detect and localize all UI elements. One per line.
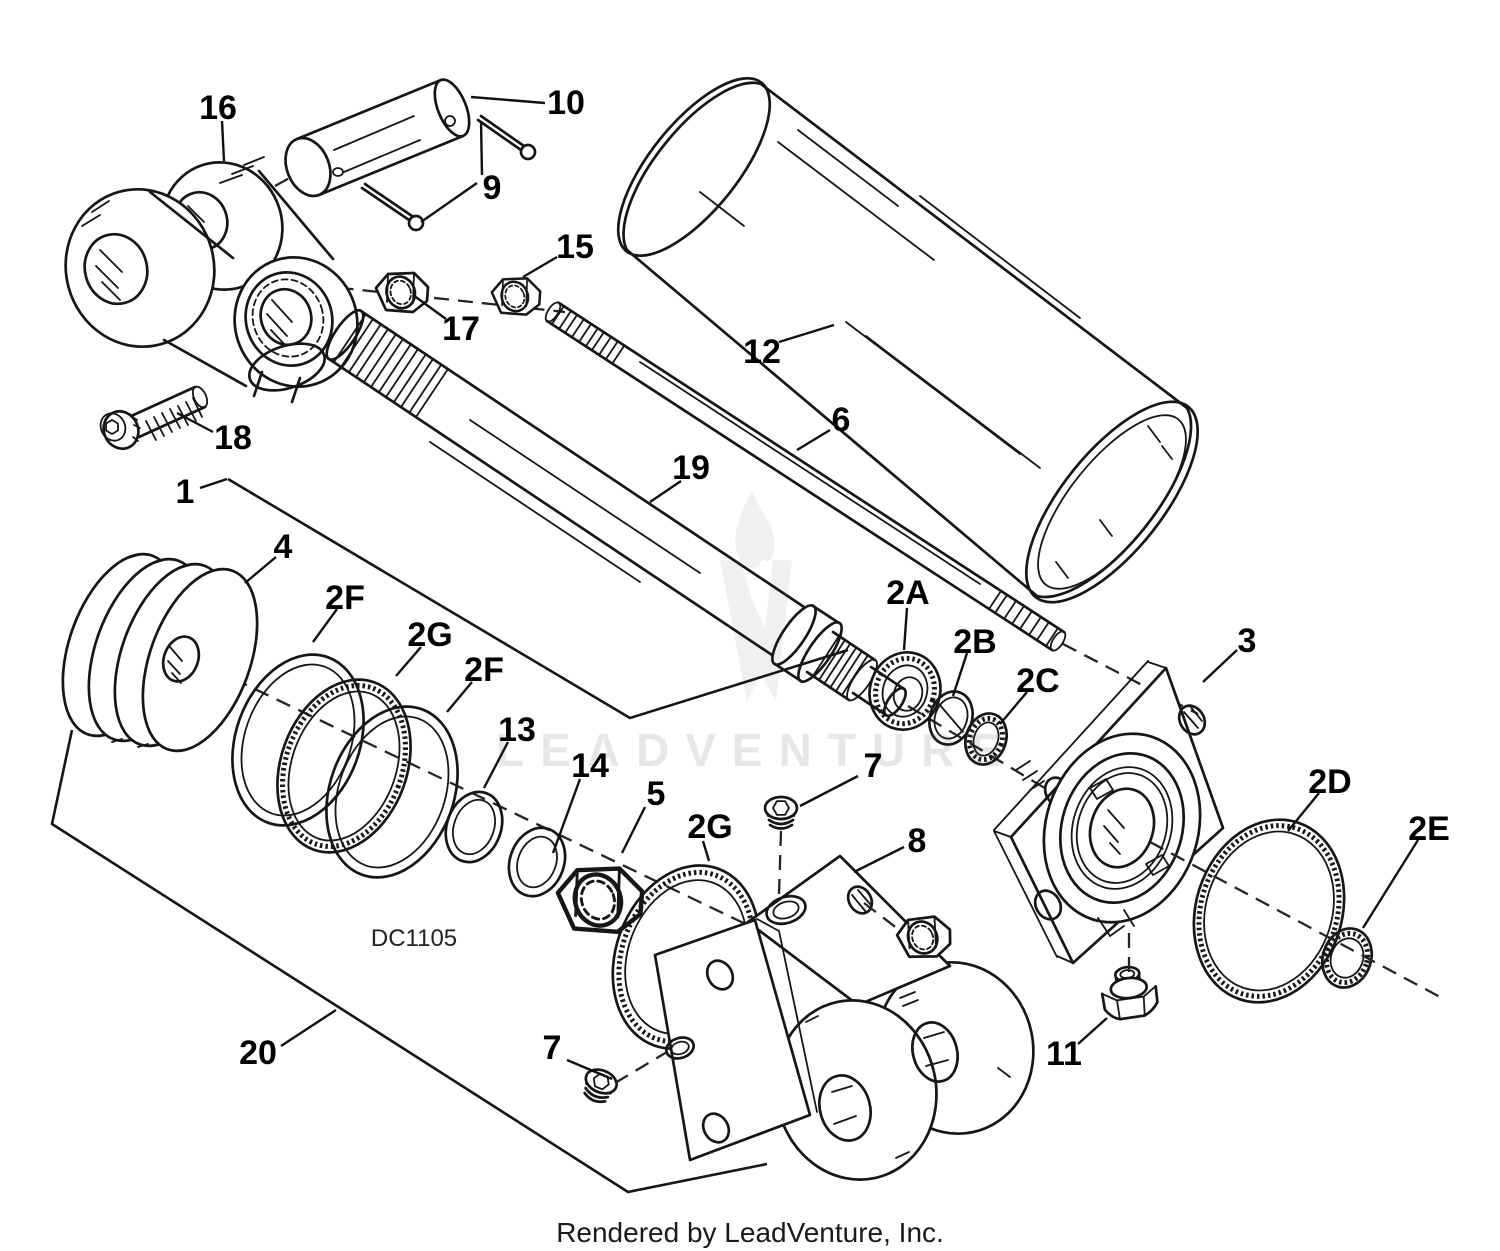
part-label-7: 7 — [543, 1029, 562, 1067]
callout-leader-14 — [551, 778, 582, 854]
part-label-2A: 2A — [886, 574, 929, 612]
centerline — [863, 902, 899, 930]
part-2g-piston-seal — [276, 678, 412, 854]
part-label-3: 3 — [1238, 622, 1257, 660]
part-2e-o-ring — [1321, 927, 1373, 989]
part-label-2D: 2D — [1308, 763, 1351, 801]
part-label-2F: 2F — [464, 651, 504, 689]
part-7-port-plug-bottom — [577, 1063, 622, 1108]
callout-leader-10 — [470, 95, 546, 105]
callout-leader-2F — [312, 608, 338, 643]
part-label-1: 1 — [176, 473, 195, 511]
assembly-boundary-line — [50, 729, 768, 1194]
part-2f-backup-ring-1 — [231, 653, 365, 827]
part-label-15: 15 — [556, 228, 594, 266]
part-label-5: 5 — [647, 775, 666, 813]
part-label-2C: 2C — [1016, 662, 1059, 700]
callout-leader-6 — [796, 428, 831, 452]
part-14-washer — [507, 826, 567, 898]
part-16-rod-clevis — [64, 156, 359, 404]
diagram-code: DC1105 — [371, 925, 457, 952]
callout-leader-2C — [999, 691, 1028, 725]
callout-leader-2G — [395, 646, 422, 677]
centerline — [907, 705, 1129, 839]
callout-leader-9 — [479, 120, 484, 176]
callout-leader-18 — [176, 411, 214, 434]
part-2a-rod-seal — [868, 651, 942, 731]
centerline — [1149, 840, 1443, 1000]
part-11-hex-plug — [1100, 965, 1159, 1021]
part-label-2B: 2B — [953, 623, 996, 661]
callout-leader-20 — [280, 1008, 337, 1048]
part-label-4: 4 — [274, 528, 293, 566]
callout-leader-2G — [701, 840, 711, 862]
callout-leader-11 — [1077, 1017, 1108, 1045]
part-2c-o-ring — [964, 712, 1008, 766]
callout-leader-2E — [1361, 839, 1420, 929]
part-label-7: 7 — [864, 747, 883, 785]
part-label-14: 14 — [571, 747, 609, 785]
part-label-6: 6 — [832, 401, 851, 439]
part-9-cotter-pins — [360, 114, 537, 232]
centerline — [614, 1051, 668, 1084]
callout-leader-2F — [446, 681, 473, 713]
part-label-2G: 2G — [407, 616, 452, 654]
callout-leader-17 — [412, 294, 447, 320]
part-label-20: 20 — [239, 1034, 277, 1072]
part-10-clevis-pin — [284, 78, 471, 198]
centerline — [777, 830, 783, 895]
part-label-18: 18 — [214, 419, 252, 457]
part-label-9: 9 — [483, 169, 502, 207]
part-12-cylinder-tube — [616, 76, 1200, 604]
watermark-text: LEADVENTURE — [496, 724, 1017, 776]
callout-leader-2D — [1287, 792, 1320, 832]
part-18-socket-screw — [99, 385, 209, 451]
part-label-2E: 2E — [1408, 810, 1450, 848]
part-label-2G: 2G — [687, 808, 732, 846]
part-8-base-clevis-assembly — [653, 854, 1035, 1181]
part-label-12: 12 — [743, 333, 781, 371]
watermark-chevron-icon — [720, 560, 792, 702]
callout-leader-12 — [778, 323, 835, 344]
part-3-gland-flange — [993, 660, 1225, 965]
part-13-washer — [444, 790, 504, 864]
callout-leader-1 — [199, 477, 228, 490]
part-2d-o-ring — [1192, 818, 1346, 1004]
footer-credit: Rendered by LeadVenture, Inc. — [556, 1217, 944, 1248]
part-5-piston-nut — [558, 868, 642, 932]
part-label-19: 19 — [672, 449, 710, 487]
assembly-boundary-line — [227, 477, 849, 720]
part-label-8: 8 — [908, 822, 927, 860]
part-2f-backup-ring-2 — [325, 705, 459, 879]
watermark-flame-icon — [735, 490, 775, 569]
callout-leader-3 — [1202, 649, 1238, 683]
callout-leader-2B — [951, 652, 969, 697]
callout-leader-16 — [220, 120, 226, 162]
callout-leader-5 — [620, 806, 647, 854]
callout-leader-7 — [566, 1058, 613, 1081]
centerlines-over — [614, 830, 1443, 1084]
part-4-piston — [61, 552, 259, 753]
watermark: LEADVENTURE — [496, 490, 1017, 776]
callout-leader-19 — [649, 480, 682, 503]
part-15-tie-rod-nut — [490, 276, 542, 317]
part-label-17: 17 — [442, 310, 480, 348]
part-label-10: 10 — [547, 84, 585, 122]
part-17-jam-nut — [374, 271, 430, 314]
callout-leader-13 — [482, 741, 510, 789]
part-label-11: 11 — [1046, 1035, 1082, 1073]
callout-leader-4 — [244, 556, 277, 584]
callout-leader-9 — [420, 182, 478, 223]
part-label-2F: 2F — [325, 579, 365, 617]
callout-leader-7 — [799, 774, 859, 808]
callout-leader-2A — [902, 607, 909, 651]
part-7-port-plug-top — [763, 795, 799, 830]
part-label-16: 16 — [199, 89, 237, 127]
callout-leader-15 — [522, 255, 558, 279]
part-label-13: 13 — [498, 711, 536, 749]
callout-leader-8 — [853, 845, 905, 874]
part-6-tie-rod — [544, 301, 1067, 652]
